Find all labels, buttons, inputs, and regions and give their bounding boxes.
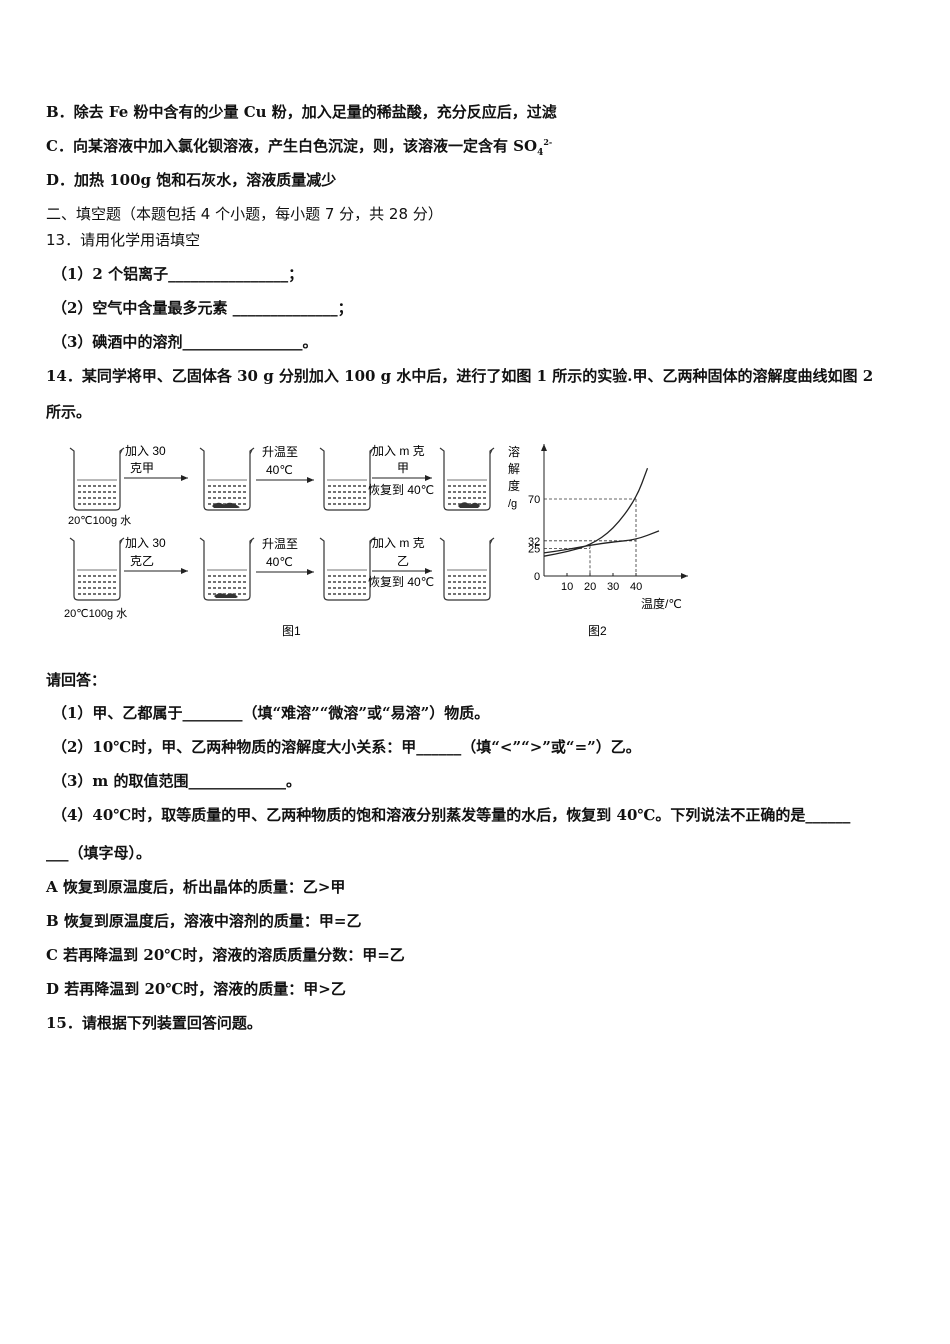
q14-option-a: A 恢复到原温度后，析出晶体的质量：乙>甲 [46, 878, 346, 896]
figure-2-caption: 图2 [588, 624, 607, 638]
y-label-char-3: 度 [508, 478, 520, 493]
q14-stem-line-1: 14．某同学将甲、乙固体各 30 g 分别加入 100 g 水中后，进行了如图 … [46, 367, 874, 385]
series-curve-2 [543, 530, 660, 554]
experiment-figures: 20℃100g 水 加入 30 克甲 升温至 40℃ 加入 m 克 甲 恢复到 … [64, 444, 688, 638]
q12-option-c-superscript: 2- [543, 137, 553, 147]
row1-step3-bottom: 恢复到 40℃ [368, 483, 434, 497]
series-curve-1 [543, 467, 649, 557]
y-tick-label-70: 70 [528, 494, 540, 506]
q14-answer-1: （1）甲、乙都属于________（填“难溶”“微溶”或“易溶”）物质。 [52, 704, 490, 722]
q13-part-1: （1）2 个铝离子________________； [52, 265, 304, 283]
x-tick-label-20: 20 [584, 581, 596, 593]
q12-option-c: C．向某溶液中加入氯化钡溶液，产生白色沉淀，则，该溶液一定含有 SO42- [46, 136, 553, 158]
axis-origin: 0 [534, 571, 540, 583]
row2-step1-bottom: 克乙 [130, 554, 154, 568]
q12-option-c-subscript: 4 [537, 148, 544, 158]
row1-step3-middle: 甲 [397, 461, 409, 475]
x-tick-label-10: 10 [561, 581, 573, 593]
q12-option-d: D．加热 100g 饱和石灰水，溶液质量减少 [46, 171, 337, 189]
x-axis-label: 温度/℃ [641, 596, 682, 611]
beaker-row1-1 [69, 447, 125, 511]
q14-option-c: C 若再降温到 20℃时，溶液的溶质质量分数：甲=乙 [46, 946, 405, 964]
row2-step3-middle: 乙 [397, 554, 409, 568]
q12-option-b: B．除去 Fe 粉中含有的少量 Cu 粉，加入足量的稀盐酸，充分反应后，过滤 [46, 103, 557, 121]
beaker-row1-3 [319, 447, 375, 511]
q13-part-2: （2）空气中含量最多元素 ______________； [52, 299, 353, 317]
y-label-char-2: 解 [508, 462, 520, 476]
q14-answer-2: （2）10℃时，甲、乙两种物质的溶解度大小关系：甲______（填“<”“>”或… [52, 738, 641, 756]
q14-answer-3: （3）m 的取值范围_____________。 [52, 772, 302, 790]
beaker-row2-2 [199, 537, 255, 601]
row1-step1-bottom: 克甲 [130, 461, 154, 475]
section-heading: 二、填空题（本题包括 4 个小题，每小题 7 分，共 28 分） [46, 205, 443, 223]
row1-caption: 20℃100g 水 [68, 514, 131, 527]
beaker-row2-4 [439, 537, 495, 601]
row2-step2-bottom: 40℃ [266, 555, 293, 569]
row1-step2-bottom: 40℃ [266, 463, 293, 477]
x-tick-label-40: 40 [630, 581, 642, 593]
q13-part-3: （3）碘酒中的溶剂________________。 [52, 333, 318, 351]
row1-step3-top: 加入 m 克 [372, 444, 425, 458]
q14-option-d: D 若再降温到 20℃时，溶液的质量：甲>乙 [46, 980, 346, 998]
y-tick-label-25: 25 [528, 544, 540, 556]
y-label-char-1: 溶 [508, 444, 520, 459]
row2-step3-top: 加入 m 克 [372, 536, 425, 550]
beaker-row2-1 [69, 537, 125, 601]
row2-step3-bottom: 恢复到 40℃ [368, 575, 434, 589]
q14-answer-4-line-1: （4）40℃时，取等质量的甲、乙两种物质的饱和溶液分别蒸发等量的水后，恢复到 4… [52, 806, 851, 824]
q14-stem-line-2: 所示。 [46, 403, 92, 421]
y-label-char-4: /g [508, 498, 517, 510]
q14-answer-4-line-2: ___（填字母）。 [46, 844, 152, 862]
figure-1-caption: 图1 [282, 624, 301, 638]
beaker-row1-4 [439, 447, 495, 511]
row2-caption: 20℃100g 水 [64, 607, 127, 620]
q15-stem: 15．请根据下列装置回答问题。 [46, 1014, 262, 1032]
row2-step1-top: 加入 30 [125, 536, 166, 550]
beaker-row1-2 [199, 447, 255, 511]
q13-stem: 13．请用化学用语填空 [46, 231, 201, 249]
y-tick-label-32: 32 [528, 536, 540, 548]
beaker-row2-3 [319, 537, 375, 601]
x-tick-label-30: 30 [607, 581, 619, 593]
row1-step1-top: 加入 30 [125, 444, 166, 458]
row1-step2-top: 升温至 [262, 445, 298, 459]
q12-option-c-text: C．向某溶液中加入氯化钡溶液，产生白色沉淀，则，该溶液一定含有 SO [46, 137, 538, 155]
q14-ask: 请回答： [46, 671, 107, 689]
row2-step2-top: 升温至 [262, 537, 298, 551]
q14-option-b: B 恢复到原温度后，溶液中溶剂的质量：甲=乙 [46, 912, 362, 930]
